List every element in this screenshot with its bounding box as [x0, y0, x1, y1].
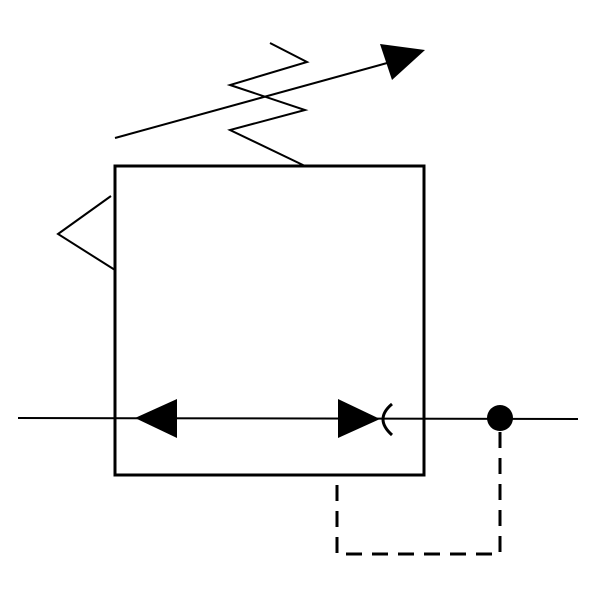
adjustment-arrow-line [114, 59, 399, 139]
orifice-arc [381, 402, 394, 437]
adjustment-arrow-head [380, 44, 425, 80]
detent-notch [56, 195, 116, 271]
pilot-junction-dot [487, 405, 513, 431]
valve-body [113, 164, 426, 477]
flow-line [17, 417, 579, 420]
pilot-dashed-line [335, 432, 502, 556]
adjustable-spring [226, 42, 310, 167]
flow-arrow-left [135, 399, 177, 438]
flow-arrow-right [338, 399, 380, 438]
